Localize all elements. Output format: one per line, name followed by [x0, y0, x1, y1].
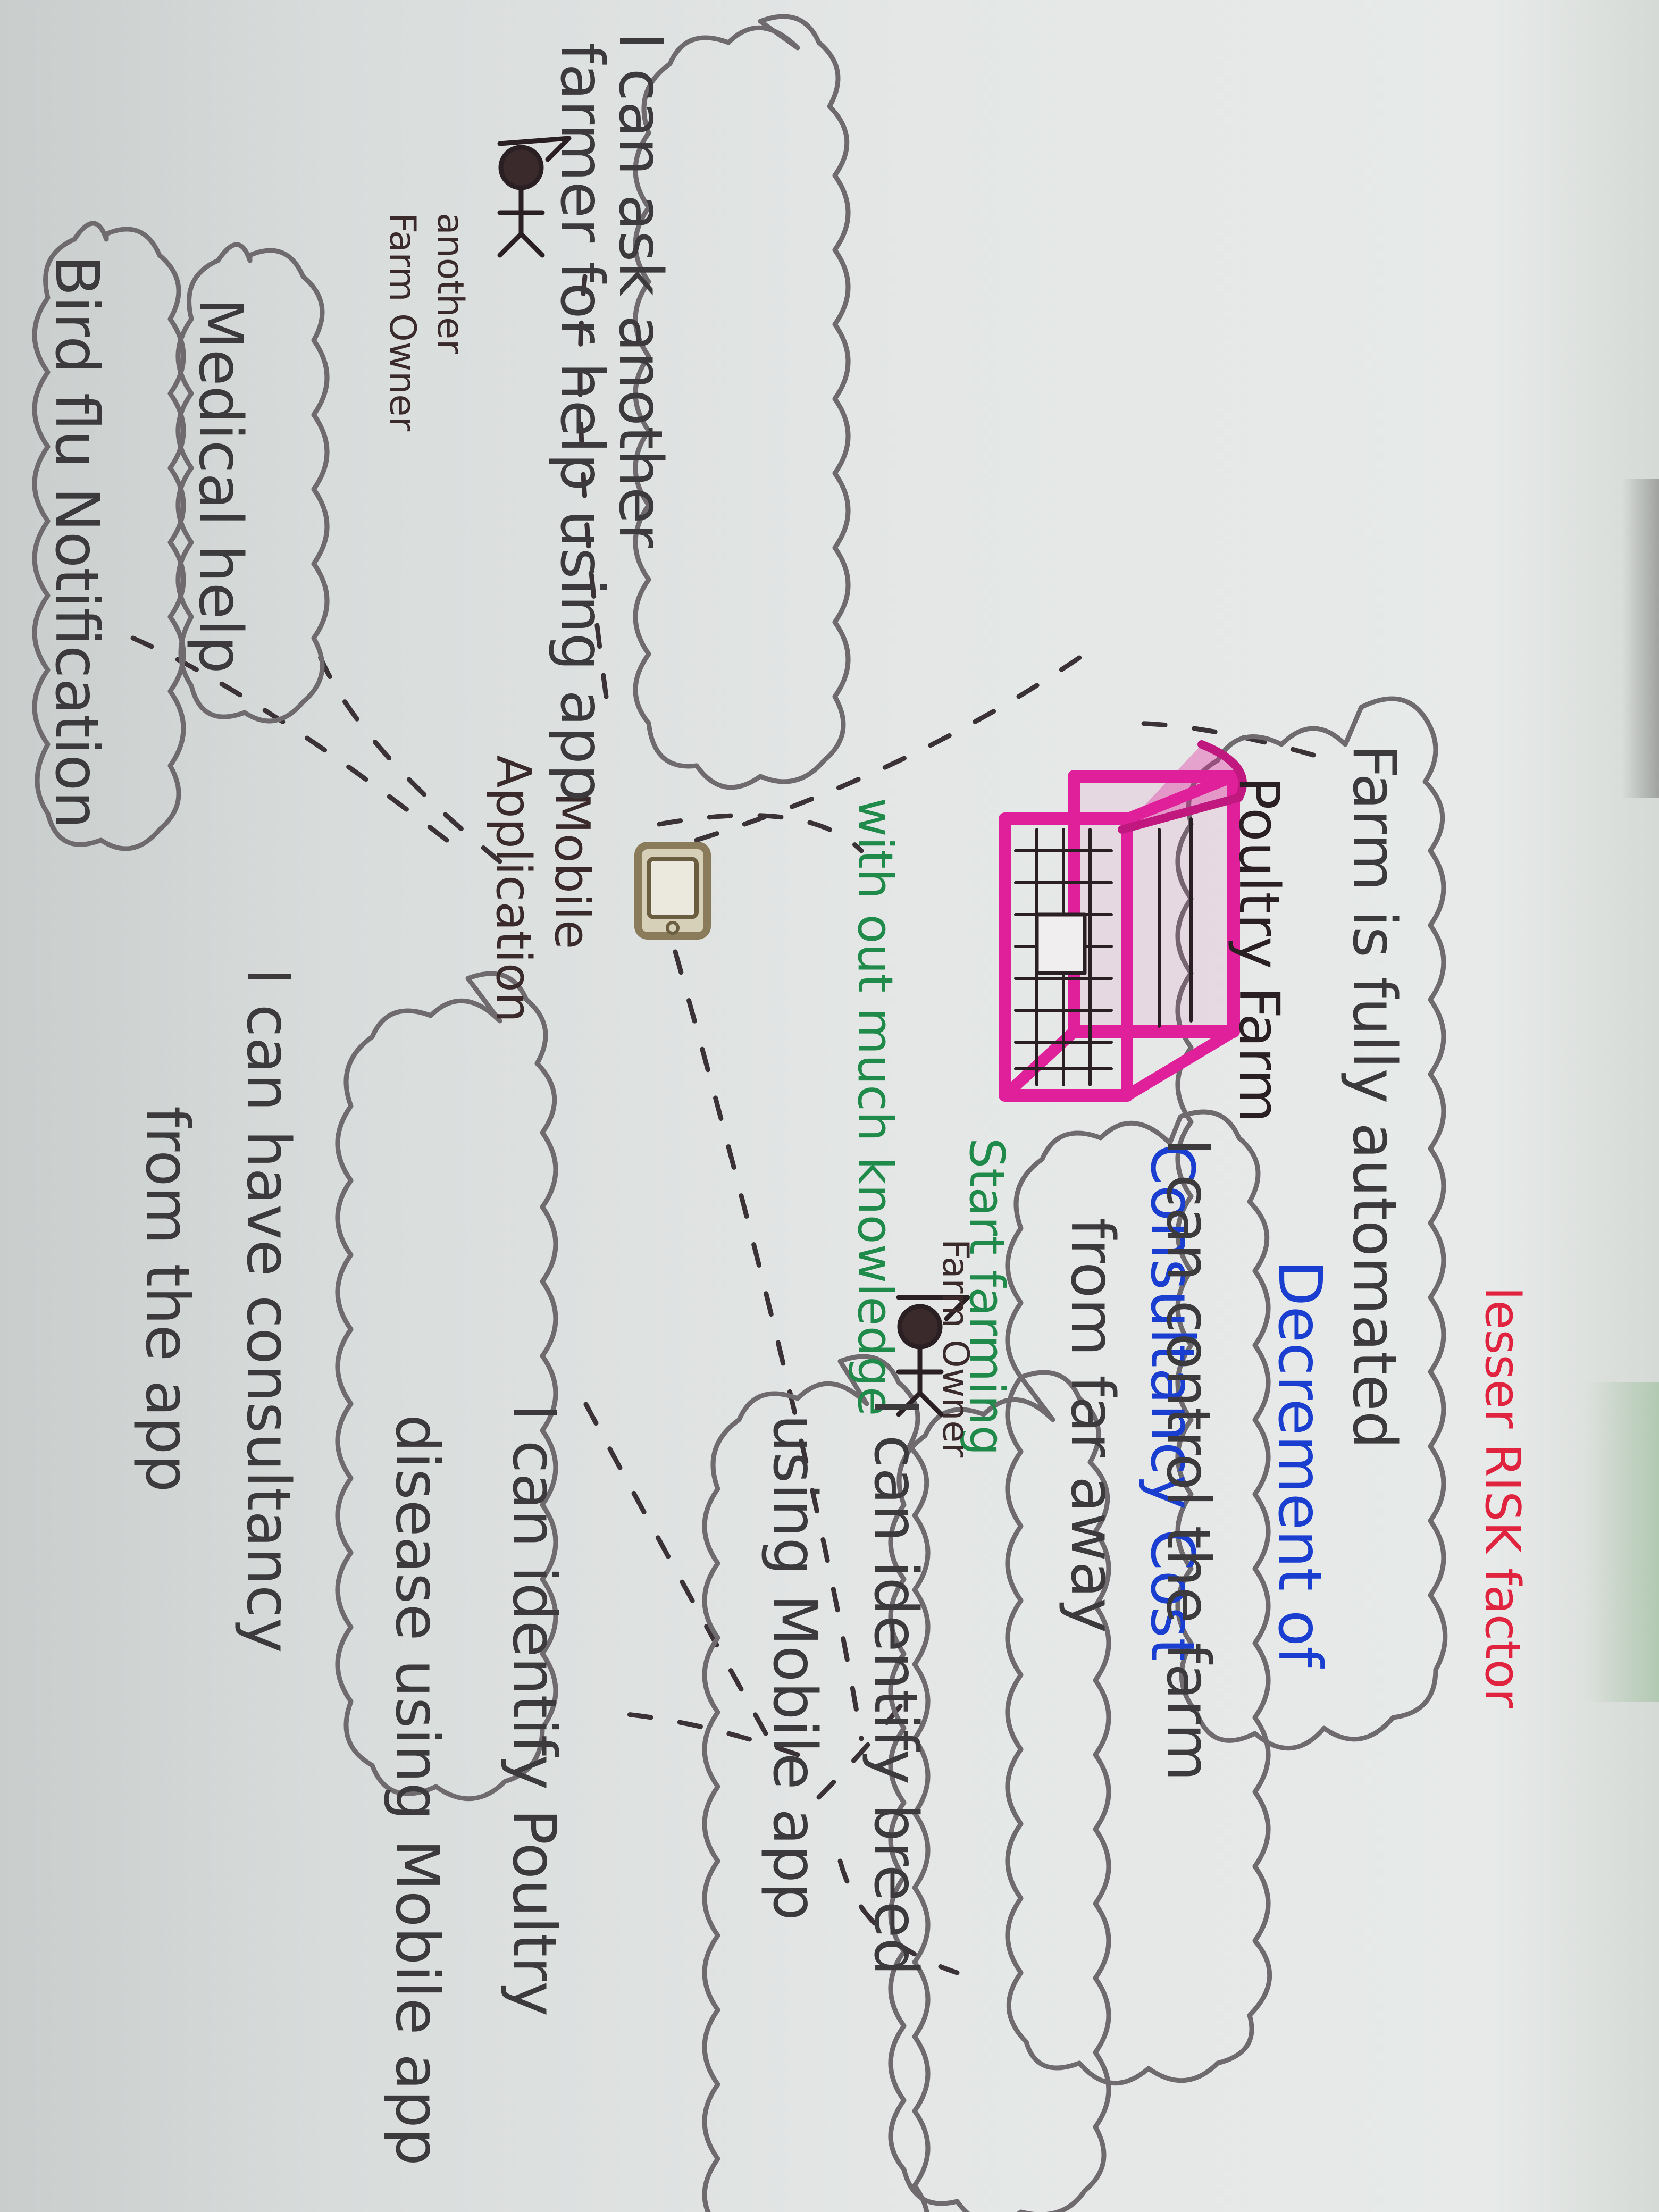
header-decrement-text: Decrement of [1265, 1260, 1334, 1668]
cloud-medical-text: Medical help [186, 298, 255, 674]
cloud-disease [702, 1354, 931, 2212]
connector-lines [130, 274, 1316, 1975]
cloud-consult-text-1: I can have consultancy [233, 968, 303, 1653]
cloud-control-text-1: I can control the farm [1153, 1138, 1222, 1781]
cloud-consult-text-2: from the app [132, 1106, 202, 1493]
cloud-breed [888, 1370, 1111, 2212]
cloud-automated-text: Farm is fully automated [1339, 744, 1409, 1449]
farm-owner-label: Farm Owner [934, 1239, 976, 1458]
connector-owner-to-control [837, 1858, 960, 1975]
mobile-label: Mobile [544, 792, 600, 950]
connector-app-to-medical [316, 651, 502, 864]
cloud-disease-text-2: disease using Mobile app [382, 1414, 451, 2166]
farm-owner-figure [896, 1295, 970, 1417]
board-edge-shadow [1622, 479, 1659, 798]
cloud-breed-text-2: using Mobile app [760, 1414, 829, 1921]
cloud-breed-text-1: I can identify breed [861, 1398, 930, 1976]
cloud-birdflu [32, 221, 186, 851]
application-label: Application [485, 755, 541, 1023]
another-owner-figure [497, 136, 572, 258]
connector-app-to-owner [673, 949, 864, 1741]
cloud-control-text-2: from far away [1058, 1218, 1127, 1633]
cloud-disease-text-1: I can identify Poultry [499, 1404, 568, 2017]
cloud-ask [633, 14, 851, 790]
poultry-farm-label: Poultry Farm [1227, 776, 1292, 1123]
cloud-control [1005, 1109, 1272, 2086]
connector-app-to-birdflu [130, 635, 449, 843]
cloud-shapes [32, 14, 1448, 2212]
cloud-ask-text-1: I can ask another [606, 32, 675, 548]
connector-owner-to-breed [816, 1699, 907, 1800]
connector-app-to-knowledge [694, 651, 1087, 843]
cloud-consult [335, 971, 558, 1802]
connector-farm-to-automated [1125, 720, 1316, 758]
another-label: another [429, 213, 471, 354]
connector-owner-to-disease [598, 1710, 800, 1757]
connector-owner-to-consult [572, 1380, 768, 1736]
cloud-ask-text-2: farmer for help using app [547, 43, 616, 802]
poultry-farm-icon [999, 740, 1247, 1102]
header-knowledge-text: with out much knowledge [847, 798, 903, 1417]
cloud-automated [1175, 696, 1448, 1751]
another-farm-owner-label: Farm Owner [381, 213, 423, 432]
board-edge-green [1585, 1382, 1659, 1702]
cloud-birdflu-text: Bird flu Notification [42, 255, 111, 829]
mobile-phone-icon [634, 842, 711, 940]
connector-app-to-other-owner [577, 274, 609, 699]
header-risk-text: lesser RISK factor [1474, 1287, 1530, 1708]
